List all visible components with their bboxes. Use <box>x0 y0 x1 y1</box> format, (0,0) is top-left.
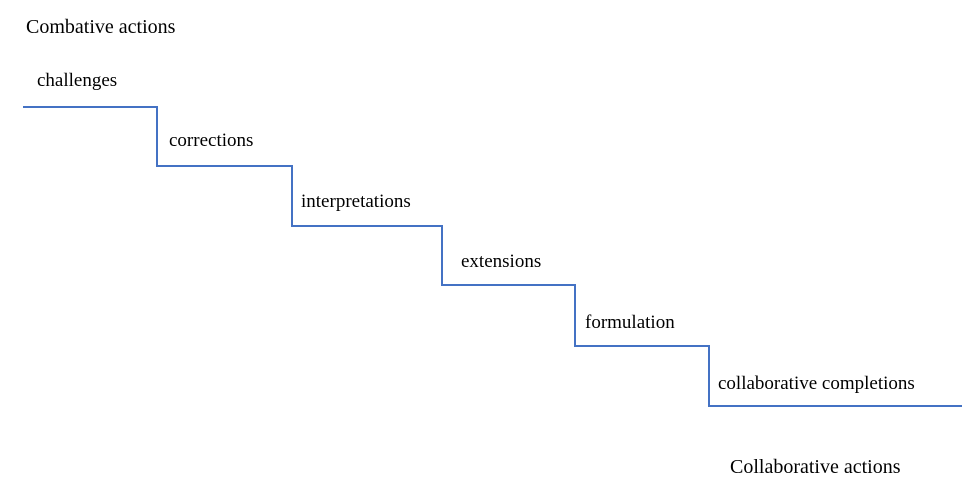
step-label-collaborative-completions: collaborative completions <box>718 373 915 394</box>
step-label-corrections: corrections <box>169 130 254 151</box>
step-label-challenges: challenges <box>37 70 118 91</box>
step-label-interpretations: interpretations <box>301 191 411 212</box>
combative-actions-label: Combative actions <box>26 16 176 38</box>
staircase-line <box>23 106 962 407</box>
collaborative-actions-label: Collaborative actions <box>730 456 901 478</box>
step-label-extensions: extensions <box>461 251 542 272</box>
step-label-formulation: formulation <box>585 312 675 333</box>
